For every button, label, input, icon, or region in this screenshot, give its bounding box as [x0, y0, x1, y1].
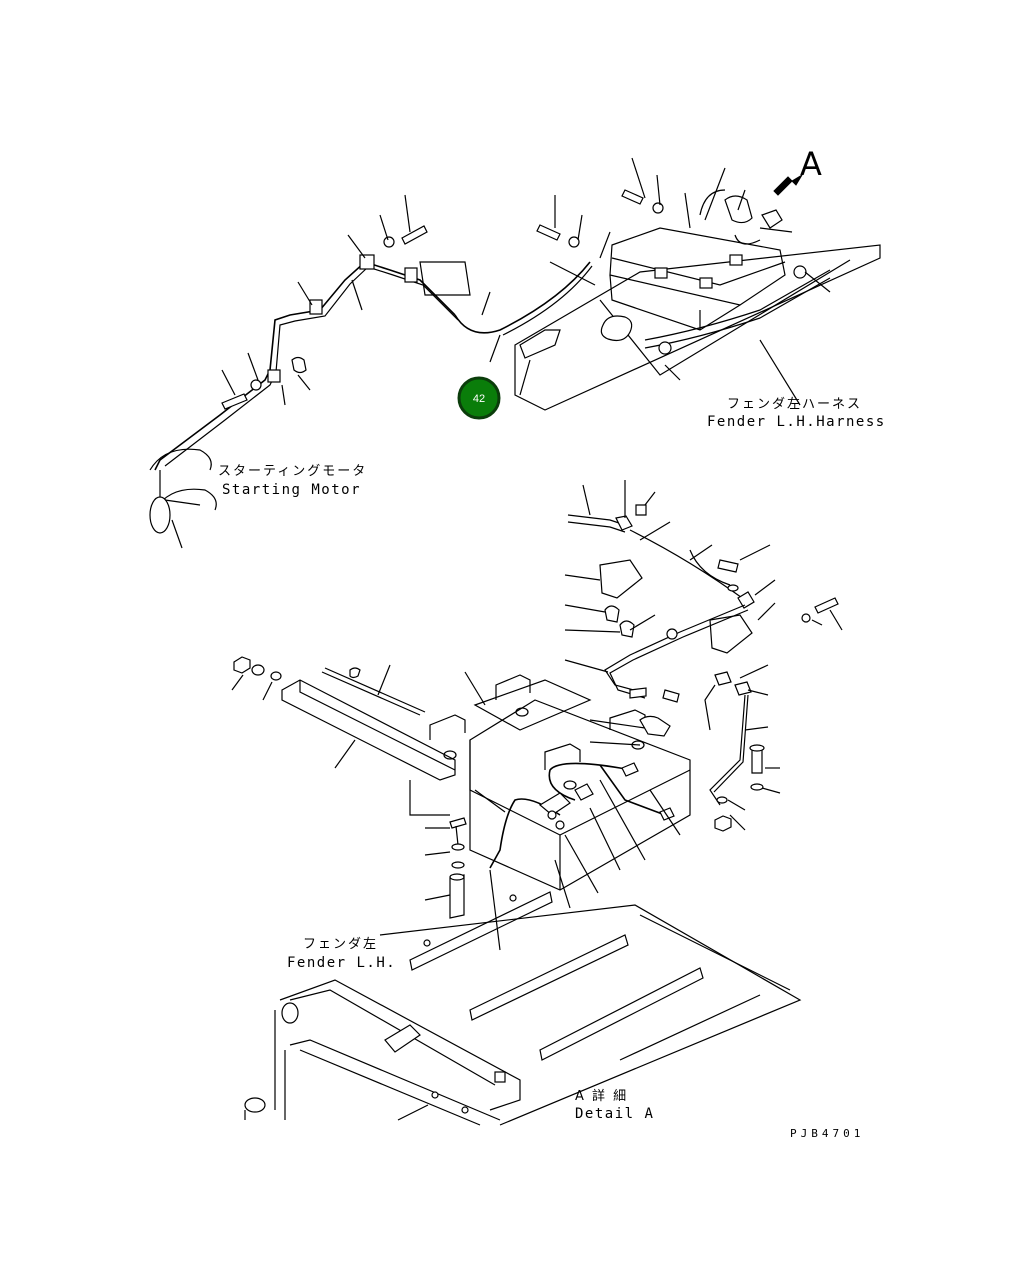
upper-assembly	[149, 157, 881, 549]
starting-motor-label-jp: スターティングモータ	[218, 464, 367, 479]
callout-circle[interactable]	[457, 376, 501, 420]
lower-assembly	[231, 480, 843, 1126]
fender-label-jp: フェンダ左	[303, 937, 378, 952]
fender-harness-label-en: Fender L.H.Harness	[707, 414, 886, 430]
fender-label-en: Fender L.H.	[287, 955, 396, 971]
detail-a-label-jp: A 詳 細	[575, 1088, 628, 1104]
view-arrow-icon	[773, 174, 803, 196]
callout-marker-42[interactable]: 42	[457, 376, 501, 420]
drawing-code: PJB4701	[790, 1127, 864, 1140]
callout-number[interactable]: 42	[473, 393, 485, 405]
fender-harness-label-jp: フェンダ左ハーネス	[727, 397, 862, 412]
view-a-marker: A	[800, 145, 822, 183]
starting-motor-label-en: Starting Motor	[222, 482, 361, 498]
detail-a-label-en: Detail A	[575, 1106, 654, 1122]
